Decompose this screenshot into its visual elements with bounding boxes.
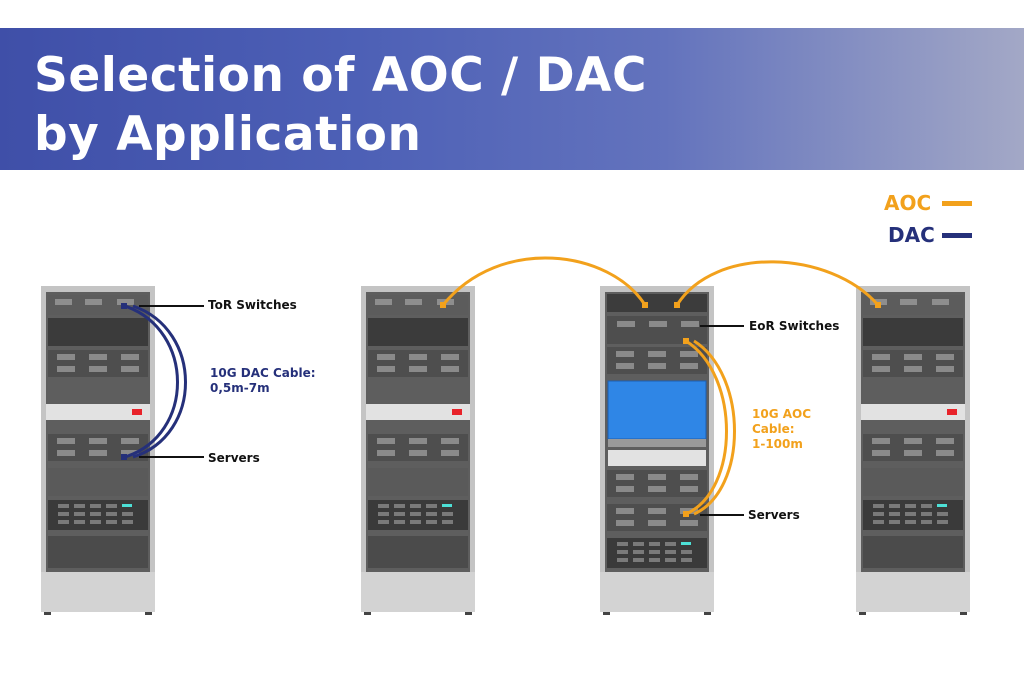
label-dac-cable-2: 0,5m-7m <box>210 381 270 395</box>
rack-eor-peer-right <box>856 286 970 615</box>
legend-aoc-label: AOC <box>884 191 932 215</box>
label-dac-cable-1: 10G DAC Cable: <box>210 366 316 380</box>
label-servers-right: Servers <box>748 508 800 522</box>
label-eor-switches: EoR Switches <box>749 319 840 333</box>
label-aoc-cable-1: 10G AOC <box>752 407 812 421</box>
dac-connector-top <box>121 303 127 309</box>
label-aoc-cable-3: 1-100m <box>752 437 803 451</box>
legend-dac-label: DAC <box>888 223 935 247</box>
rack-eor <box>600 286 714 615</box>
dac-cable <box>124 304 187 459</box>
dac-connector-bottom <box>121 454 127 460</box>
label-servers-left: Servers <box>208 451 260 465</box>
label-aoc-cable-2: Cable: <box>752 422 795 436</box>
legend-aoc-swatch <box>942 201 972 206</box>
title-banner <box>0 28 1024 170</box>
legend-dac-swatch <box>942 233 972 238</box>
aoc-cable <box>441 256 880 516</box>
page-title-line-1: Selection of AOC / DAC <box>34 48 647 103</box>
label-tor-switches: ToR Switches <box>208 298 297 312</box>
rack-eor-peer-left <box>361 286 475 615</box>
page-title-line-2: by Application <box>34 107 422 162</box>
label-leaders <box>139 305 744 516</box>
aoc-connectors <box>440 302 881 517</box>
